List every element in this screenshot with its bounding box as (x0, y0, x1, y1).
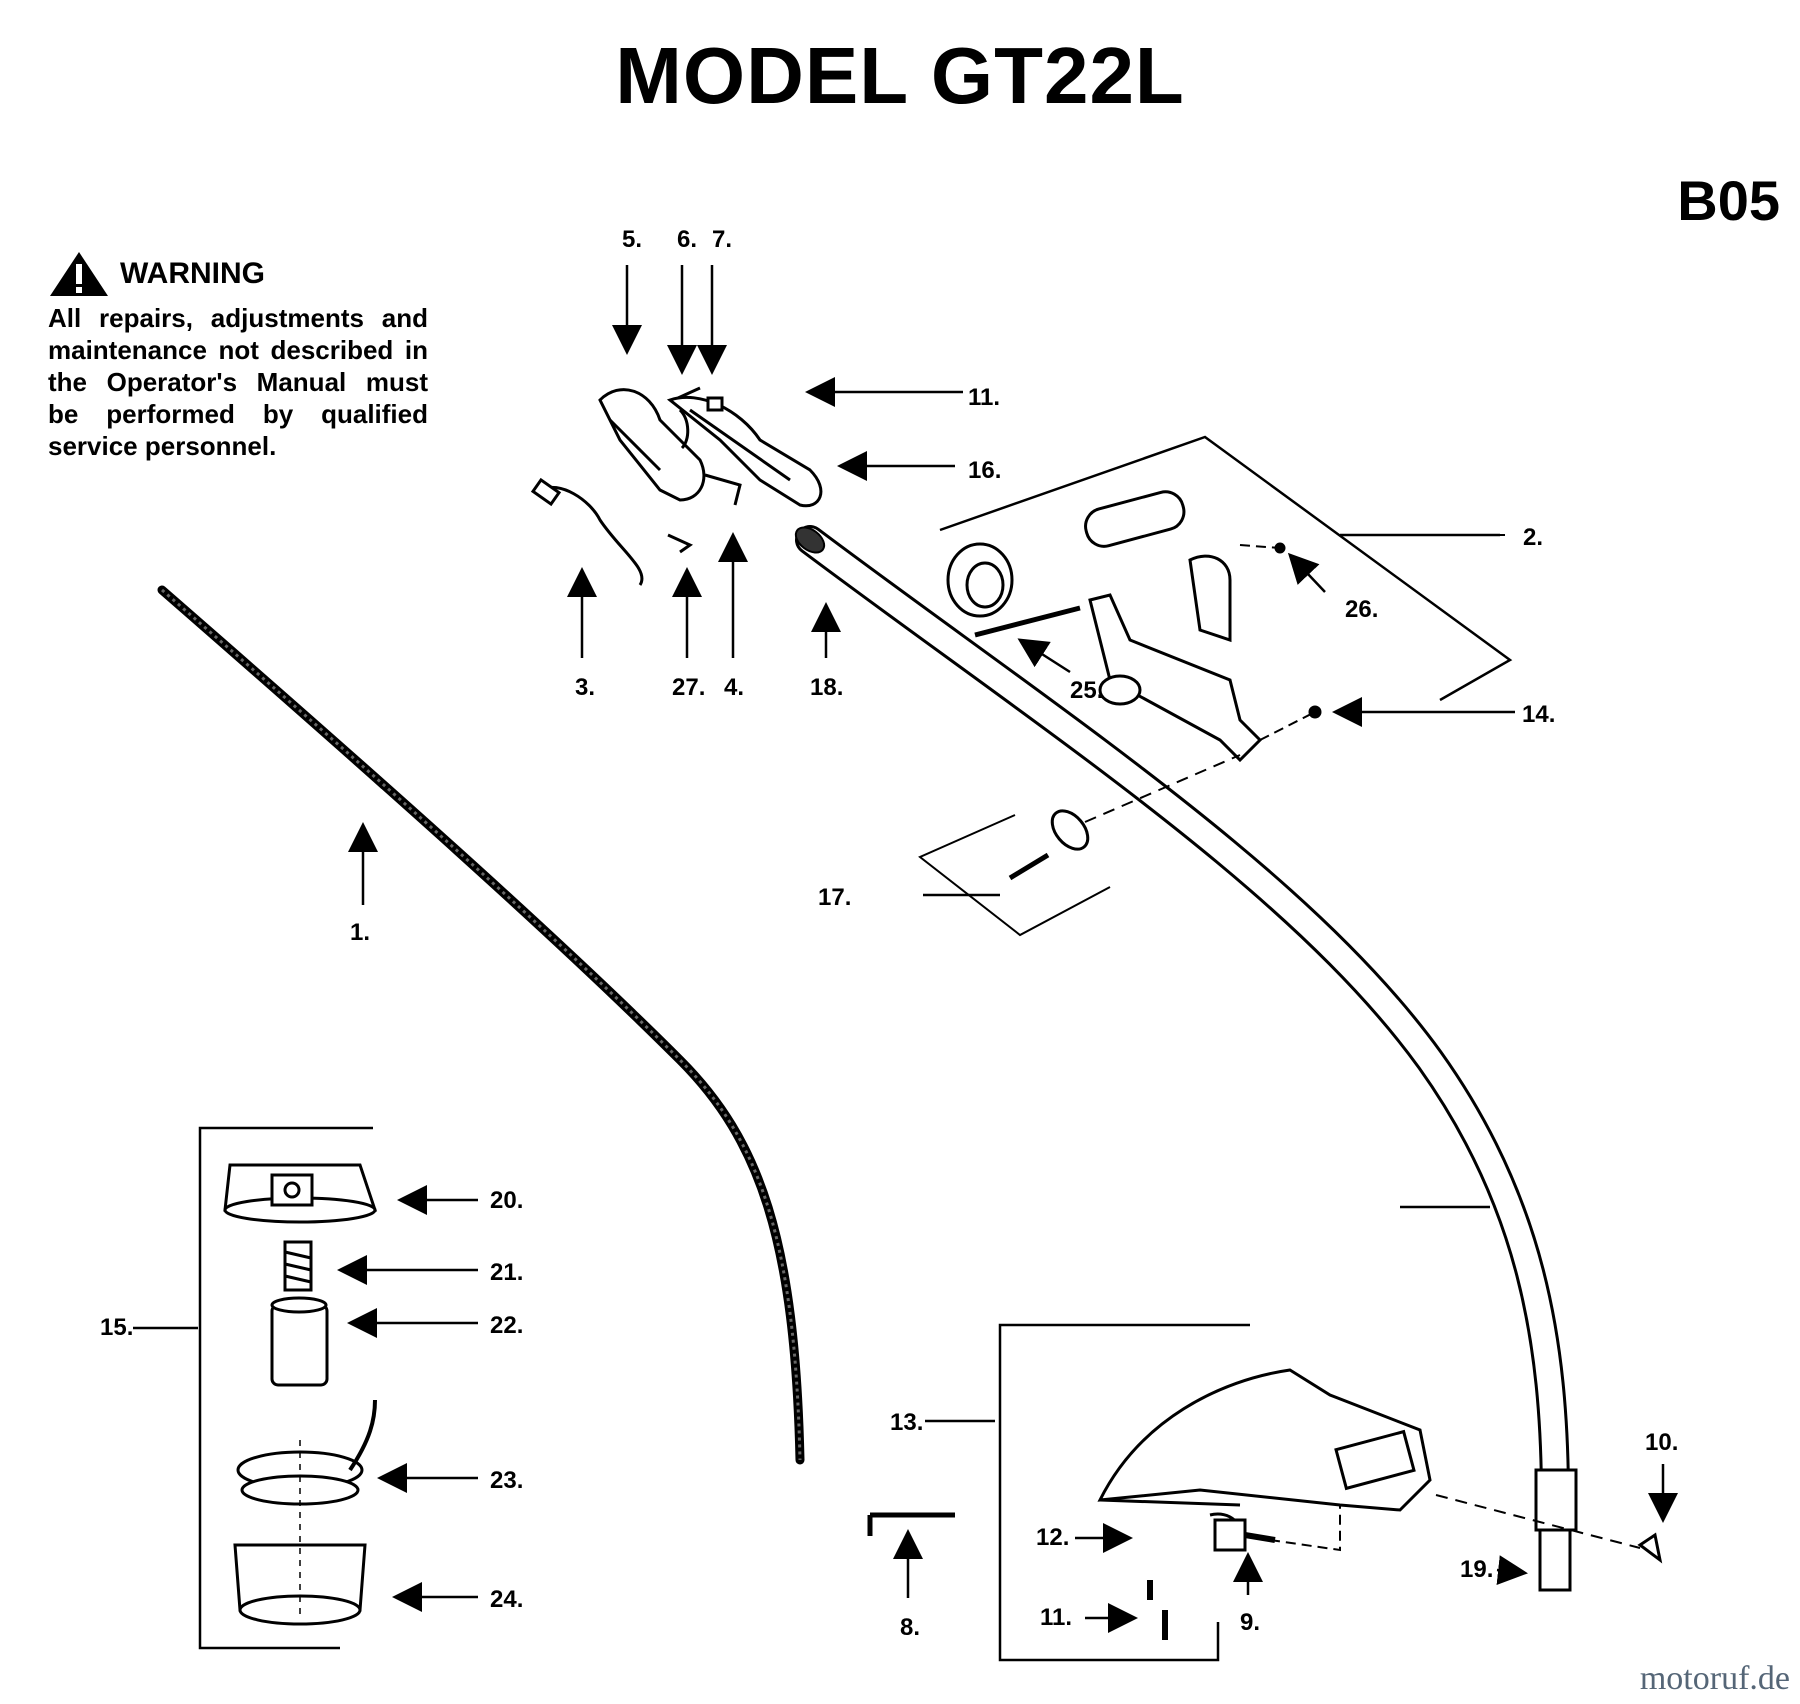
callout-27: 27. (672, 674, 705, 701)
callout-10: 10. (1645, 1429, 1678, 1456)
callout-13: 13. (890, 1409, 923, 1436)
callout-16: 16. (968, 457, 1001, 484)
retainer-clip-part (667, 533, 694, 554)
spool-insert-part (270, 1303, 329, 1387)
callout-18: 18. (810, 674, 843, 701)
gearhead-part (1534, 1468, 1578, 1532)
callout-24: 24. (490, 1586, 523, 1613)
sheet-code: B05 (1677, 169, 1780, 232)
shaft-tube-part (794, 525, 1570, 1515)
trimmer-head-group (198, 1126, 378, 1650)
knob-part (1050, 809, 1090, 851)
callout-14: 14. (1522, 701, 1555, 728)
handle-clamp-part (1188, 554, 1232, 643)
trigger-spring-part (678, 408, 690, 450)
warning-heading: WARNING (120, 257, 265, 290)
throttle-trigger-part (704, 473, 742, 506)
knob-assembly (918, 754, 1241, 937)
callout-2: 2. (1523, 524, 1543, 551)
callout-12: 12. (1036, 1524, 1069, 1551)
callout-1: 1. (350, 919, 370, 946)
guard-group (867, 1323, 1432, 1662)
callout-6: 6. (677, 226, 697, 253)
carriage-bolt-part (1213, 1518, 1247, 1552)
callout-20: 20. (490, 1187, 523, 1214)
callout-labels: 1. 2. 3. 4. 5. 6. 7. 8. 9. 10. 11. 11. 1… (100, 226, 1678, 1641)
callout-26: 26. (1345, 596, 1378, 623)
callout-4: 4. (724, 674, 744, 701)
warning-text: All repairs, adjustments and maintenance… (48, 303, 428, 461)
hex-wrench-part (867, 1512, 955, 1536)
callout-23: 23. (490, 1467, 523, 1494)
handle-grip-part (1084, 490, 1186, 548)
callout-19: 19. (1460, 1556, 1493, 1583)
callout-11-top: 11. (968, 384, 1000, 411)
callout-arrows (133, 265, 1678, 1633)
callout-15: 15. (100, 1314, 133, 1341)
throttle-handle-half-part (598, 388, 706, 502)
throttle-handle-housing-part (666, 395, 823, 508)
callout-17: 17. (818, 884, 851, 911)
callout-22: 22. (490, 1312, 523, 1339)
knob-nut-part (1308, 705, 1322, 719)
throttle-wire-part (539, 485, 644, 586)
drive-cable-part (157, 585, 805, 1465)
gearhead-group (1435, 1468, 1663, 1592)
throttle-handle-group (530, 386, 823, 586)
warning-triangle-icon (50, 252, 108, 296)
handle-bracket-part (1088, 593, 1263, 763)
warning-block: WARNING All repairs, adjustments and mai… (48, 250, 428, 462)
callout-7: 7. (712, 226, 732, 253)
wing-nut-part (1637, 1532, 1663, 1564)
callout-25: 25. (1070, 677, 1103, 704)
handle-screw-part (974, 605, 1081, 638)
watermark: motoruf.de (1639, 1660, 1790, 1697)
arbor-part (1538, 1528, 1572, 1592)
warning-header: WARNING (48, 250, 428, 298)
handle-bracket-assembly (939, 435, 1513, 763)
wire-connector-part (530, 477, 562, 507)
callout-3: 3. (575, 674, 595, 701)
callout-5: 5. (622, 226, 642, 253)
callout-21: 21. (490, 1259, 523, 1286)
callout-9: 9. (1240, 1609, 1260, 1636)
callout-11-bottom: 11. (1040, 1604, 1072, 1631)
page-title: MODEL GT22L (615, 31, 1185, 120)
callout-8: 8. (900, 1614, 920, 1641)
lockout-part (706, 396, 724, 412)
knob-bolt-part (1008, 852, 1050, 881)
